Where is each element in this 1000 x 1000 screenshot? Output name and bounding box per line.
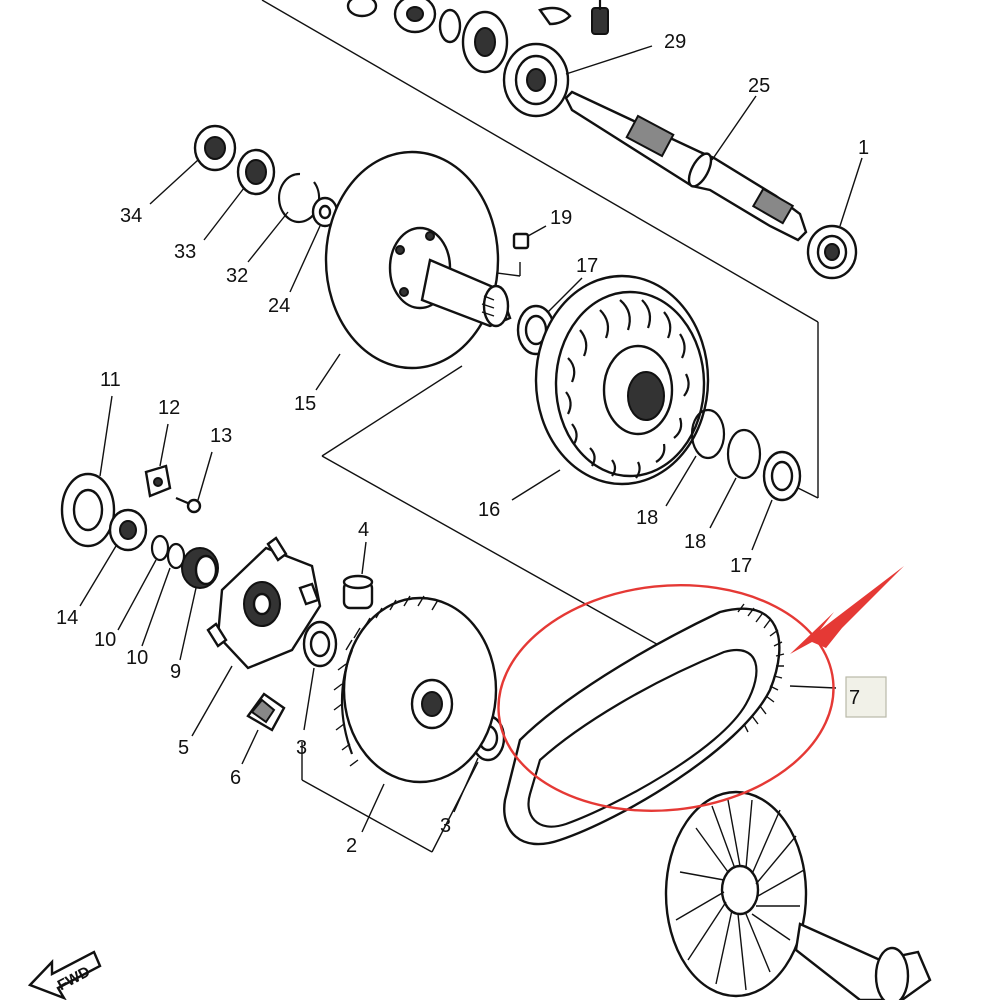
secondary-sheave: [664, 790, 932, 1000]
part-15-sheave: [315, 150, 512, 391]
label-14: 14: [56, 607, 78, 629]
part-14-nut: [79, 508, 148, 607]
label-3-left: 3: [296, 737, 307, 759]
part-3-oil-seal-left: [302, 620, 338, 731]
label-16: 16: [478, 499, 500, 521]
label-5: 5: [178, 737, 189, 759]
highlight-ellipse: [497, 584, 835, 812]
part-11-oil-seal: [60, 395, 116, 548]
label-7: 7: [849, 687, 860, 709]
label-11: 11: [100, 369, 121, 391]
label-17-upper: 17: [576, 255, 598, 277]
label-17-lower: 17: [730, 555, 752, 577]
assembly-guide-lines: [261, 0, 819, 853]
part-4-collar: [342, 541, 374, 610]
part-18-o-ring-a: [665, 408, 726, 507]
part-34-bearing: [149, 124, 237, 205]
part-10-washer-a: [117, 534, 170, 631]
label-3-right: 3: [440, 815, 451, 837]
part-18-o-ring-b: [709, 428, 762, 529]
label-15: 15: [294, 393, 316, 415]
label-1: 1: [858, 137, 869, 159]
label-12: 12: [158, 397, 180, 419]
part-9-spring: [179, 547, 219, 661]
label-24: 24: [268, 295, 290, 317]
part-29-bearing: [502, 42, 653, 118]
part-17-oil-seal-lower: [751, 450, 802, 551]
label-34: 34: [120, 205, 142, 227]
part-7-v-belt: [503, 603, 837, 846]
highlight-arrow: [790, 566, 904, 654]
part-16-sliding-sheave: [511, 274, 710, 501]
label-18-b: 18: [684, 531, 706, 553]
part-33-bearing: [203, 148, 276, 241]
label-10-a: 10: [94, 629, 116, 651]
label-9: 9: [170, 661, 181, 683]
label-4: 4: [358, 519, 369, 541]
label-2: 2: [346, 835, 357, 857]
label-19: 19: [550, 207, 572, 229]
top-partial-parts: [346, 0, 609, 74]
part-13-screw: [175, 451, 213, 514]
part-5-cam: [191, 536, 322, 737]
label-33: 33: [174, 241, 196, 263]
part-1-bearing: [806, 157, 863, 280]
label-18-a: 18: [636, 507, 658, 529]
part-12-slider: [144, 423, 172, 498]
part-7-callout-box: [845, 676, 887, 718]
label-13: 13: [210, 425, 232, 447]
label-29: 29: [664, 31, 686, 53]
label-25: 25: [748, 75, 770, 97]
part-2-primary-sheave: [333, 595, 498, 833]
label-6: 6: [230, 767, 241, 789]
part-6-slider: [241, 692, 286, 765]
part-10-washer-b: [141, 542, 186, 647]
highlight-annotation: [497, 566, 904, 812]
label-10-b: 10: [126, 647, 148, 669]
fwd-direction-marker: FWD: [27, 950, 102, 1000]
label-32: 32: [226, 265, 248, 287]
part-25-shaft: [564, 90, 808, 242]
part-labels: 29 25 1 34 33 32 24 19 17 15 16 18 18 17…: [56, 31, 869, 857]
part-19-grease-nipple: [512, 225, 547, 250]
